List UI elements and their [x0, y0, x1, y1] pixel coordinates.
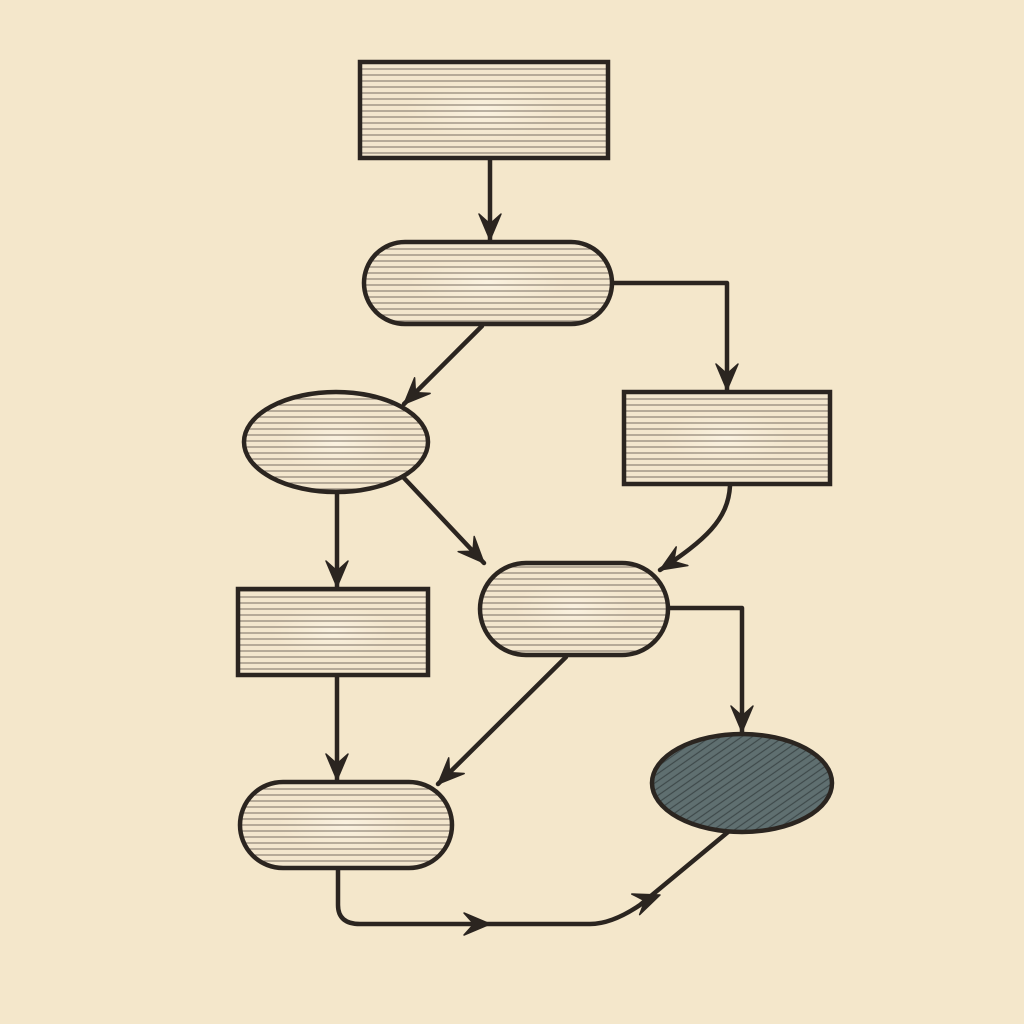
node-n6-rect [235, 586, 431, 678]
connector-line [609, 280, 730, 393]
node-n2-pill [361, 239, 615, 327]
connector-n1-to-n2 [478, 155, 502, 243]
node-hatching [480, 563, 668, 655]
node-hatching [364, 242, 612, 324]
node-hatching [244, 392, 428, 492]
arrowhead [478, 213, 502, 241]
node-outline [649, 731, 835, 835]
connector-n2-to-n3 [401, 323, 485, 407]
connectors [325, 155, 754, 936]
arrowhead [631, 893, 661, 916]
node-outline [237, 779, 455, 871]
node-n7-pill [237, 779, 455, 871]
arrowhead [659, 546, 689, 571]
connector-n2-to-n4 [609, 280, 739, 393]
arrowhead [403, 377, 431, 405]
connector-n6-to-n7 [325, 674, 349, 783]
node-n8-ellipse [649, 731, 835, 835]
arrowhead [437, 757, 465, 785]
node-n5-pill [477, 560, 671, 658]
node-hatching [652, 734, 832, 832]
nodes [235, 59, 835, 871]
node-outline [357, 59, 611, 161]
arrowhead [463, 912, 491, 936]
connector-n3-to-n6 [325, 491, 349, 590]
node-n1-rect [357, 59, 611, 161]
connector-line [665, 605, 745, 735]
connector-n7-to-n8 [335, 829, 731, 936]
arrowhead [325, 753, 349, 781]
node-outline [621, 389, 833, 487]
node-outline [241, 389, 431, 495]
arrowhead [730, 705, 754, 733]
arrowhead [715, 363, 739, 391]
node-n4-rect [621, 389, 833, 487]
node-outline [361, 239, 615, 327]
node-outline [477, 560, 671, 658]
node-n3-ellipse [241, 389, 431, 495]
node-hatching [624, 392, 830, 484]
connector-line [401, 475, 487, 566]
arrowhead [325, 560, 349, 588]
node-hatching [238, 589, 428, 675]
node-hatching [240, 782, 452, 868]
connector-line [435, 654, 569, 787]
node-hatching [360, 62, 608, 158]
arrowhead [457, 535, 485, 564]
connector-n5-to-n7 [435, 654, 569, 787]
connector-line [401, 323, 485, 407]
node-outline [235, 586, 431, 678]
connector-n5-to-n8 [665, 605, 754, 735]
connector-n3-to-n5 [401, 475, 487, 566]
connector-n4-to-n5 [657, 483, 733, 573]
